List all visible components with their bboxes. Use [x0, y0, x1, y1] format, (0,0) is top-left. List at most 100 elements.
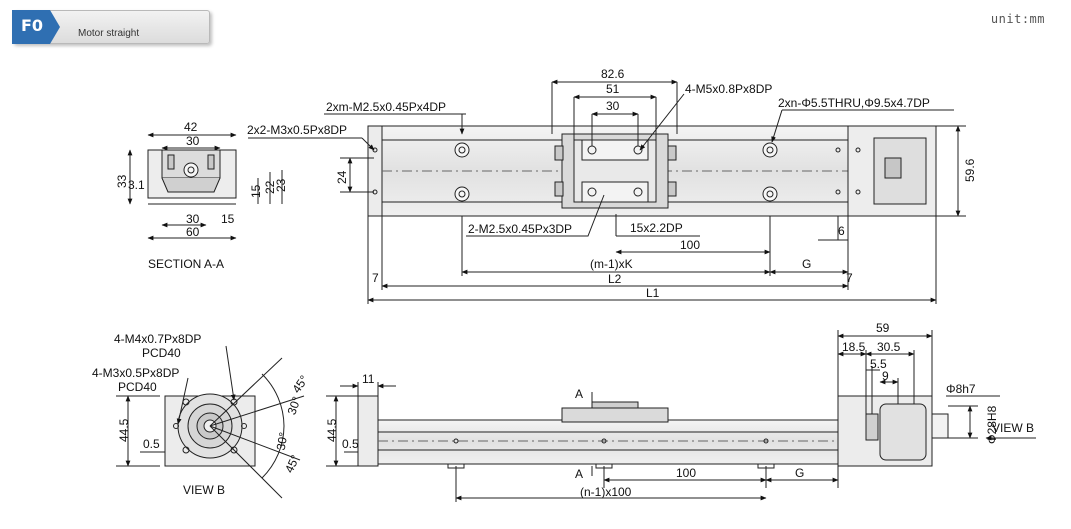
callout-15dp: 15x2.2DP [630, 221, 683, 235]
dim-view-b-0-5: 0.5 [143, 437, 160, 451]
side-motor-housing [879, 403, 927, 461]
section-a-a-view [127, 132, 283, 241]
section-bolt-hole [183, 162, 199, 178]
leader-m3 [176, 377, 189, 425]
top-carriage-tab-4 [667, 181, 677, 197]
header-badge: F0 Motor straight [12, 10, 210, 44]
view-b-ray-45a [209, 357, 283, 427]
angle-30-a: 30° [285, 395, 304, 417]
view-b-arc-lower [261, 425, 285, 479]
dim-phi28: Φ28H8 [985, 405, 999, 444]
dim-side-pitch: (n-1)x100 [580, 485, 632, 499]
side-motor-coupling [865, 413, 879, 441]
dim-l2: L2 [608, 272, 622, 286]
top-thru-hole-4-inner [766, 190, 774, 198]
dim-9: 9 [882, 369, 889, 383]
dim-6: 6 [838, 224, 845, 238]
top-end-hole-3 [835, 147, 841, 153]
top-motor-hole-2 [855, 189, 861, 195]
top-thru-hole-4 [762, 186, 778, 202]
top-view-text: 82.6 51 30 4-M5x0.8Px8DP 2xm-M2.5x0.45Px… [326, 67, 977, 300]
dim-42: 42 [184, 120, 198, 134]
callout-m3-view-b: 4-M3x0.5Px8DP [92, 366, 179, 380]
view-b-m3-hole-1 [173, 423, 179, 429]
header-code-tab: F0 [12, 10, 60, 44]
callout-m5: 4-M5x0.8Px8DP [685, 82, 772, 96]
header-code: F0 [21, 16, 44, 35]
angle-45-a: 45° [289, 373, 311, 396]
top-thru-hole-2 [454, 186, 470, 202]
dim-11: 11 [362, 372, 375, 386]
dim-7-right: 7 [846, 271, 853, 285]
view-b-label: VIEW B [183, 483, 225, 497]
dim-30-5: 30.5 [877, 340, 901, 354]
side-hole-3 [763, 438, 769, 444]
callout-m4: 4-M4x0.7Px8DP [114, 332, 201, 346]
top-motor-key [884, 157, 902, 179]
side-hole-2 [601, 438, 607, 444]
side-motor-shaft [931, 413, 949, 439]
side-view [326, 330, 1036, 502]
top-thru-hole-1-inner [458, 146, 466, 154]
section-rail-slot [161, 177, 221, 193]
angle-30-b: 30° [274, 431, 291, 451]
section-a-a-text: 42 30 2x2-M3x0.5Px8DP 33 3.1 15 22 23 30… [115, 120, 347, 271]
dim-59: 59 [876, 321, 890, 335]
unit-label: unit:mm [990, 12, 1045, 26]
dim-23: 23 [274, 178, 288, 192]
top-carriage-strip-2 [581, 181, 649, 203]
header-subtitle: Motor straight [78, 28, 140, 39]
dim-phi8: Φ8h7 [946, 382, 976, 396]
leader-end-m3-v [361, 137, 375, 151]
side-carriage [561, 407, 669, 423]
dim-pitch-m: (m-1)xK [590, 257, 633, 271]
top-thru-hole-2-inner [458, 190, 466, 198]
view-b-m3-hole-2 [241, 423, 247, 429]
dim-side-0-5: 0.5 [342, 437, 359, 451]
view-b-m4-hole-3 [182, 446, 190, 454]
side-end-plate [357, 395, 379, 467]
callout-m2-5-top: 2xm-M2.5x0.45Px4DP [326, 100, 446, 114]
dim-g-top: G [802, 257, 811, 271]
section-mark-a-bot: A [575, 467, 583, 481]
top-carriage-tab-3 [667, 145, 677, 161]
side-rail-body [377, 419, 839, 465]
dim-30-top: 30 [186, 134, 200, 148]
dim-3-1: 3.1 [128, 178, 145, 192]
top-end-hole-4 [835, 189, 841, 195]
top-end-plate-left [367, 125, 383, 217]
top-carriage-strip-1 [581, 139, 649, 161]
view-b [116, 345, 305, 499]
pcd-b: PCD40 [118, 380, 157, 394]
view-b-ray-30a [209, 395, 305, 427]
leader-m4 [225, 345, 236, 401]
dim-33: 33 [115, 174, 129, 188]
top-motor-hole-1 [855, 147, 861, 153]
top-carriage-tab-1 [554, 145, 564, 161]
section-label: SECTION A-A [148, 257, 224, 271]
view-b-arc-upper [261, 373, 285, 427]
angle-45-b: 45° [282, 453, 302, 476]
dim-l1: L1 [646, 286, 660, 300]
dim-7-left: 7 [372, 271, 379, 285]
leader-thru-v [771, 109, 783, 143]
top-thru-hole-1 [454, 142, 470, 158]
dim-5-5: 5.5 [870, 357, 887, 371]
view-b-m4-hole-4 [230, 446, 238, 454]
side-carriage-top [591, 401, 639, 409]
dim-22: 22 [263, 180, 277, 194]
top-m5-hole-3 [587, 187, 597, 197]
section-mark-a-top: A [575, 387, 583, 401]
dim-24: 24 [335, 170, 349, 184]
callout-m3: 2x2-M3x0.5Px8DP [247, 123, 347, 137]
view-b-ray-30b [209, 425, 301, 461]
dim-100-top: 100 [680, 238, 700, 252]
section-insert-left [167, 154, 175, 170]
leader-m2-5-bot [466, 194, 605, 237]
dim-30-bot: 30 [186, 212, 200, 226]
top-m5-hole-4 [633, 187, 643, 197]
dim-side-g: G [795, 466, 804, 480]
dim-15-bot: 15 [221, 212, 235, 226]
dim-59-6: 59.6 [963, 158, 977, 182]
